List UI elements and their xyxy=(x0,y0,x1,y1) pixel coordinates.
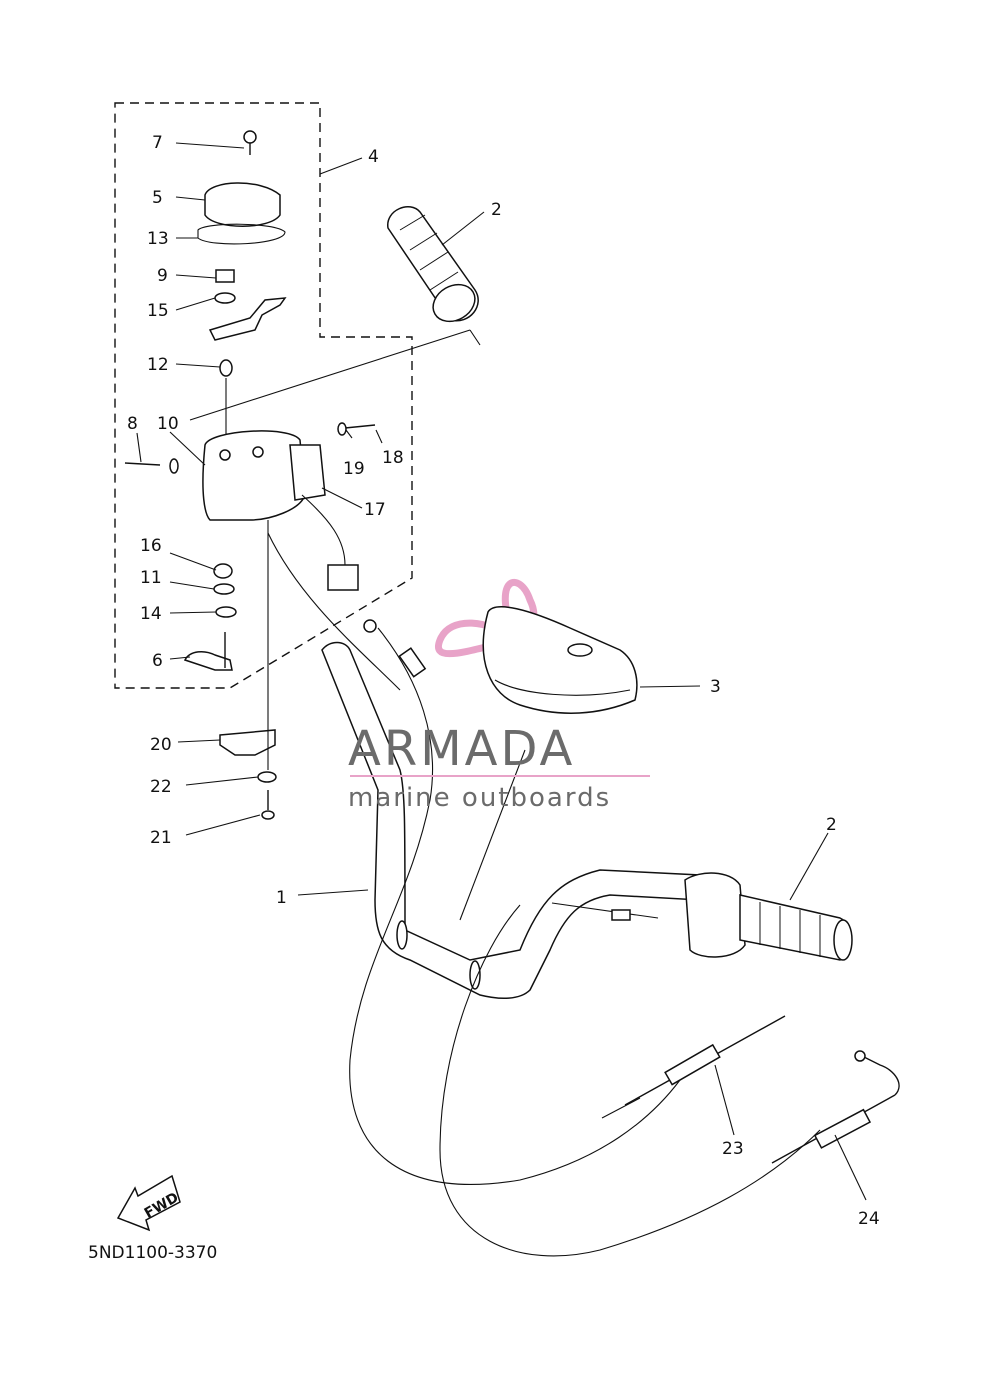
part-label-20: 20 xyxy=(150,735,172,755)
part-label-2-upper: 2 xyxy=(491,200,502,220)
part-label-2-lower: 2 xyxy=(826,815,837,835)
part-label-13: 13 xyxy=(147,229,169,249)
watermark-subtitle: marine outboards xyxy=(348,783,611,813)
part-label-6: 6 xyxy=(152,651,163,671)
part-label-7: 7 xyxy=(152,133,163,153)
part-label-4: 4 xyxy=(368,147,379,167)
part-label-22: 22 xyxy=(150,777,172,797)
part-label-17: 17 xyxy=(364,500,386,520)
part-label-11: 11 xyxy=(140,568,162,588)
fwd-arrow-icon: FWD xyxy=(116,1174,181,1232)
part-label-19: 19 xyxy=(343,459,365,479)
part-label-24: 24 xyxy=(858,1209,880,1229)
part-label-21: 21 xyxy=(150,828,172,848)
part-label-9: 9 xyxy=(157,266,168,286)
part-label-5: 5 xyxy=(152,188,163,208)
handlebar-cover xyxy=(482,606,638,714)
left-grip xyxy=(189,206,481,421)
part-label-16: 16 xyxy=(140,536,162,556)
part-label-10: 10 xyxy=(157,414,179,434)
switch-assembly xyxy=(124,130,376,820)
handlebar xyxy=(321,641,701,1000)
part-label-23: 23 xyxy=(722,1139,744,1159)
throttle-grip-assembly xyxy=(551,872,853,961)
assembly-boundary xyxy=(114,102,413,689)
throttle-cable xyxy=(601,1015,786,1119)
control-cables xyxy=(267,532,821,1257)
choke-cable xyxy=(771,1050,900,1164)
part-label-3: 3 xyxy=(710,677,721,697)
part-label-15: 15 xyxy=(147,301,169,321)
diagram-code: 5ND1100-3370 xyxy=(88,1243,217,1263)
watermark-title: ARMADA xyxy=(348,721,575,777)
part-label-8: 8 xyxy=(127,414,138,434)
leader-lines xyxy=(136,142,867,1201)
part-labels: 1 2 2 3 4 5 6 7 8 9 10 11 12 13 14 15 16… xyxy=(127,133,880,1229)
part-label-1: 1 xyxy=(276,888,287,908)
part-label-14: 14 xyxy=(140,604,162,624)
part-label-18: 18 xyxy=(382,448,404,468)
part-label-12: 12 xyxy=(147,355,169,375)
